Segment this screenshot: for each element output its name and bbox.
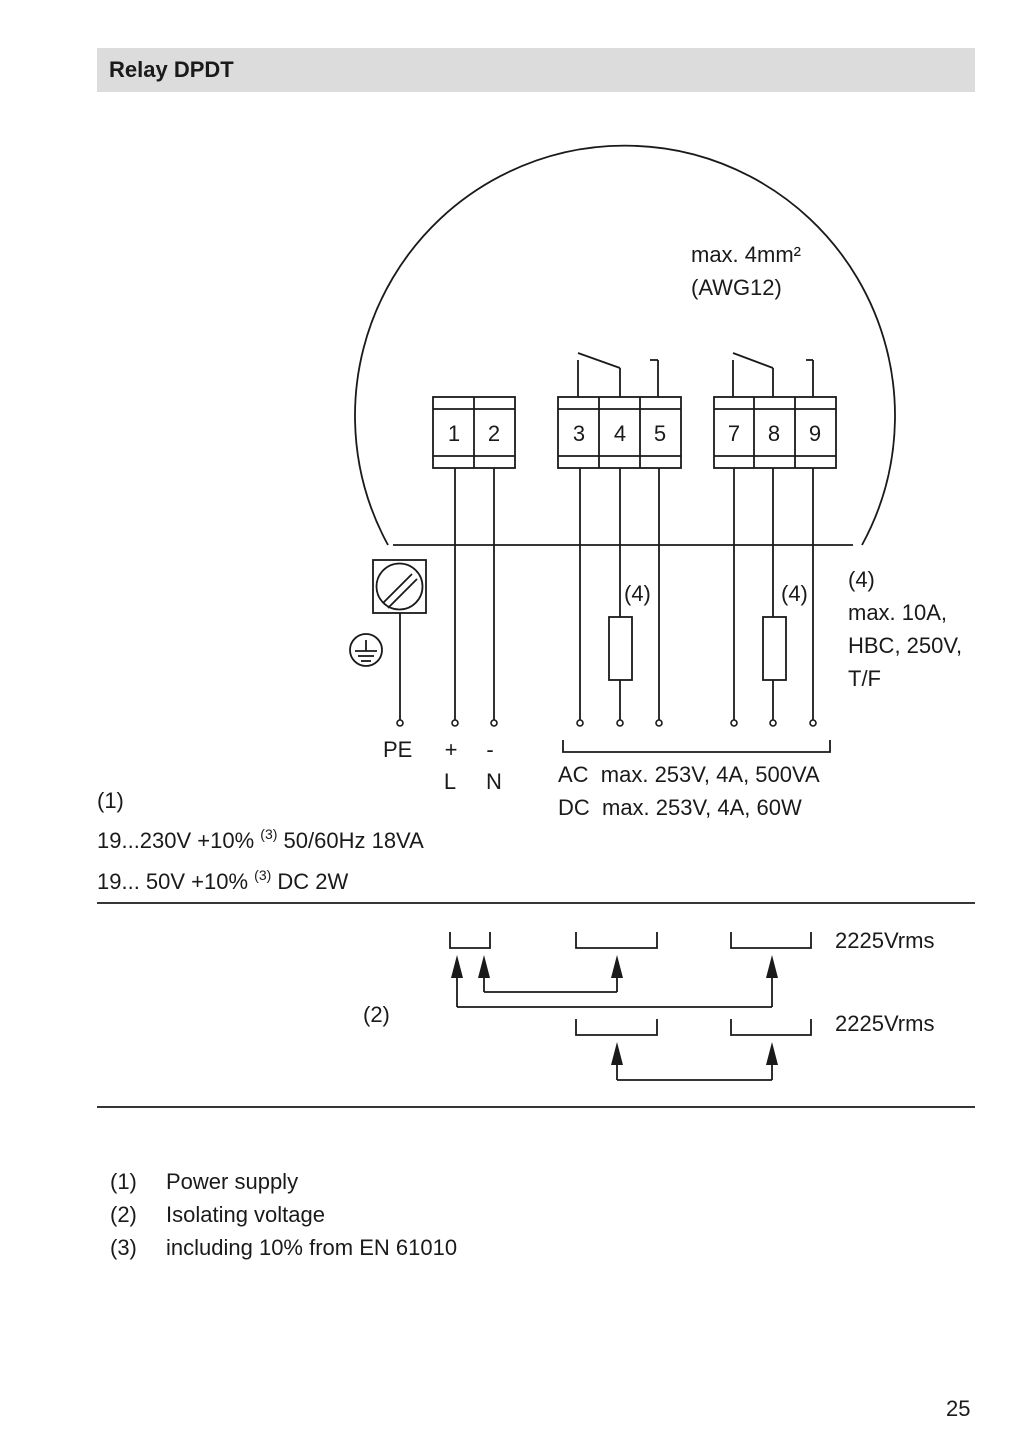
power-supply-ref: (1) bbox=[97, 788, 124, 813]
terminal-number: 7 bbox=[728, 421, 740, 446]
terminal-number: 5 bbox=[654, 421, 666, 446]
fuse-label-1: (4) bbox=[624, 581, 651, 606]
terminal-block-power bbox=[432, 396, 516, 469]
arrow-up-icon bbox=[451, 955, 463, 978]
section-header: Relay DPDT bbox=[97, 48, 975, 92]
relay-contact-symbol-2 bbox=[732, 352, 814, 397]
terminal-number: 3 bbox=[573, 421, 585, 446]
pe-label: PE bbox=[383, 737, 412, 762]
terminal-block-relay-2 bbox=[713, 396, 837, 469]
terminal-numbers: 1 2 3 4 5 7 8 9 bbox=[448, 421, 821, 446]
isolation-ref: (2) bbox=[363, 1002, 390, 1027]
line-label: L bbox=[444, 769, 456, 794]
power-supply-dc-spec: 19... 50V +10% (3) DC 2W bbox=[97, 867, 349, 894]
terminal-number: 8 bbox=[768, 421, 780, 446]
arrow-up-icon bbox=[478, 955, 490, 978]
neutral-label: N bbox=[486, 769, 502, 794]
isolation-voltage-top: 2225Vrms bbox=[835, 928, 934, 953]
footnote-number: (1) bbox=[110, 1169, 137, 1194]
terminal-connection-points bbox=[396, 719, 817, 727]
terminal-wires bbox=[454, 468, 814, 720]
fuse-2 bbox=[762, 616, 787, 681]
footnote-text: Isolating voltage bbox=[166, 1202, 325, 1227]
minus-label: - bbox=[486, 737, 493, 762]
page-number: 25 bbox=[946, 1396, 971, 1421]
fuse-1 bbox=[608, 616, 633, 681]
arrow-up-icon bbox=[766, 1042, 778, 1065]
footnote-item: (2) Isolating voltage bbox=[110, 1198, 457, 1231]
footnote-text: Power supply bbox=[166, 1169, 299, 1194]
arrow-up-icon bbox=[611, 1042, 623, 1065]
footnote-item: (1) Power supply bbox=[110, 1165, 457, 1198]
power-supply-ac-spec: 19...230V +10% (3) 50/60Hz 18VA bbox=[97, 826, 424, 853]
ac-rating: AC max. 253V, 4A, 500VA bbox=[558, 762, 820, 787]
footnote-number: (3) bbox=[110, 1235, 137, 1260]
wire-gauge-label: max. 4mm² bbox=[691, 242, 801, 267]
isolation-voltage-bottom: 2225Vrms bbox=[835, 1011, 934, 1036]
isolation-arrowheads bbox=[451, 955, 778, 1065]
ground-icon bbox=[349, 633, 383, 667]
wire-gauge-awg-label: (AWG12) bbox=[691, 275, 782, 300]
dc-rating: DC max. 253V, 4A, 60W bbox=[558, 795, 802, 820]
footnote-item: (3) including 10% from EN 61010 bbox=[110, 1231, 457, 1264]
footnotes: (1) Power supply (2) Isolating voltage (… bbox=[110, 1165, 457, 1264]
fuse-note-line: max. 10A, bbox=[848, 600, 947, 625]
footnote-text: including 10% from EN 61010 bbox=[166, 1235, 458, 1260]
arrow-up-icon bbox=[611, 955, 623, 978]
footnote-number: (2) bbox=[110, 1202, 137, 1227]
terminal-number: 2 bbox=[488, 421, 500, 446]
plus-label: + bbox=[445, 737, 458, 762]
terminal-number: 1 bbox=[448, 421, 460, 446]
terminal-number: 4 bbox=[614, 421, 626, 446]
isolation-group-brackets bbox=[449, 932, 812, 1036]
fuse-note-line: T/F bbox=[848, 666, 881, 691]
section-title: Relay DPDT bbox=[109, 57, 234, 82]
arrow-up-icon bbox=[766, 955, 778, 978]
isolation-connectors bbox=[456, 975, 773, 1081]
fuse-note-line: HBC, 250V, bbox=[848, 633, 962, 658]
pe-screw-terminal bbox=[372, 559, 427, 720]
relay-contact-symbol-1 bbox=[577, 352, 659, 397]
fuse-note-ref: (4) bbox=[848, 567, 875, 592]
terminal-number: 9 bbox=[809, 421, 821, 446]
housing-outline bbox=[354, 144, 896, 546]
relay-output-bracket bbox=[562, 740, 831, 753]
fuse-label-2: (4) bbox=[781, 581, 808, 606]
